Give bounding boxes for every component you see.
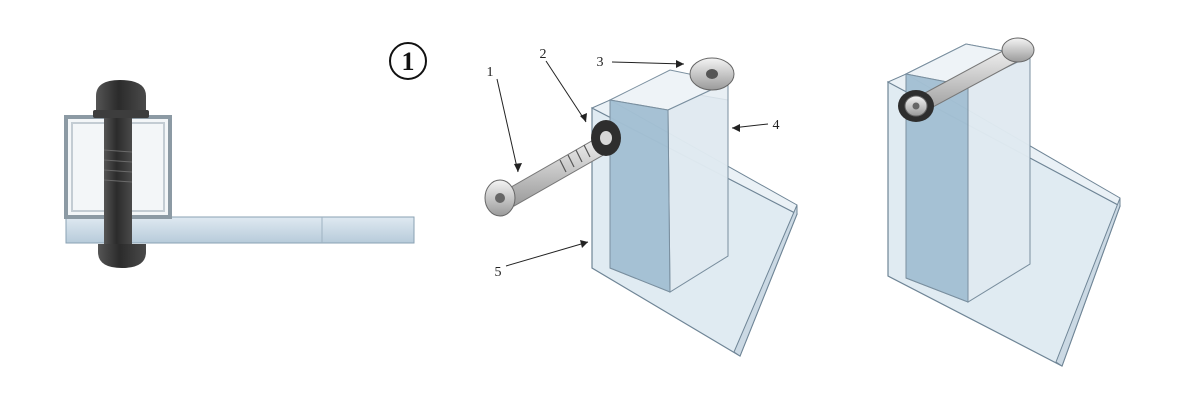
assembled-bolt bbox=[898, 37, 1035, 122]
callout-2: 2 bbox=[540, 47, 547, 62]
callout-5: 5 bbox=[495, 265, 502, 280]
nut-part bbox=[689, 57, 735, 91]
exploded-view: 1 2 3 4 5 bbox=[484, 47, 798, 357]
step-number: 1 bbox=[402, 47, 415, 76]
assembled-view bbox=[886, 37, 1121, 367]
section-view bbox=[64, 80, 415, 268]
callout-1: 1 bbox=[487, 65, 494, 80]
callout-4: 4 bbox=[773, 118, 780, 133]
section-nut bbox=[98, 244, 146, 268]
washer-part bbox=[591, 120, 621, 156]
step-marker: 1 bbox=[389, 42, 427, 80]
callout-3: 3 bbox=[597, 55, 604, 70]
section-bolt-head bbox=[96, 80, 146, 112]
bolt-part bbox=[484, 133, 613, 217]
